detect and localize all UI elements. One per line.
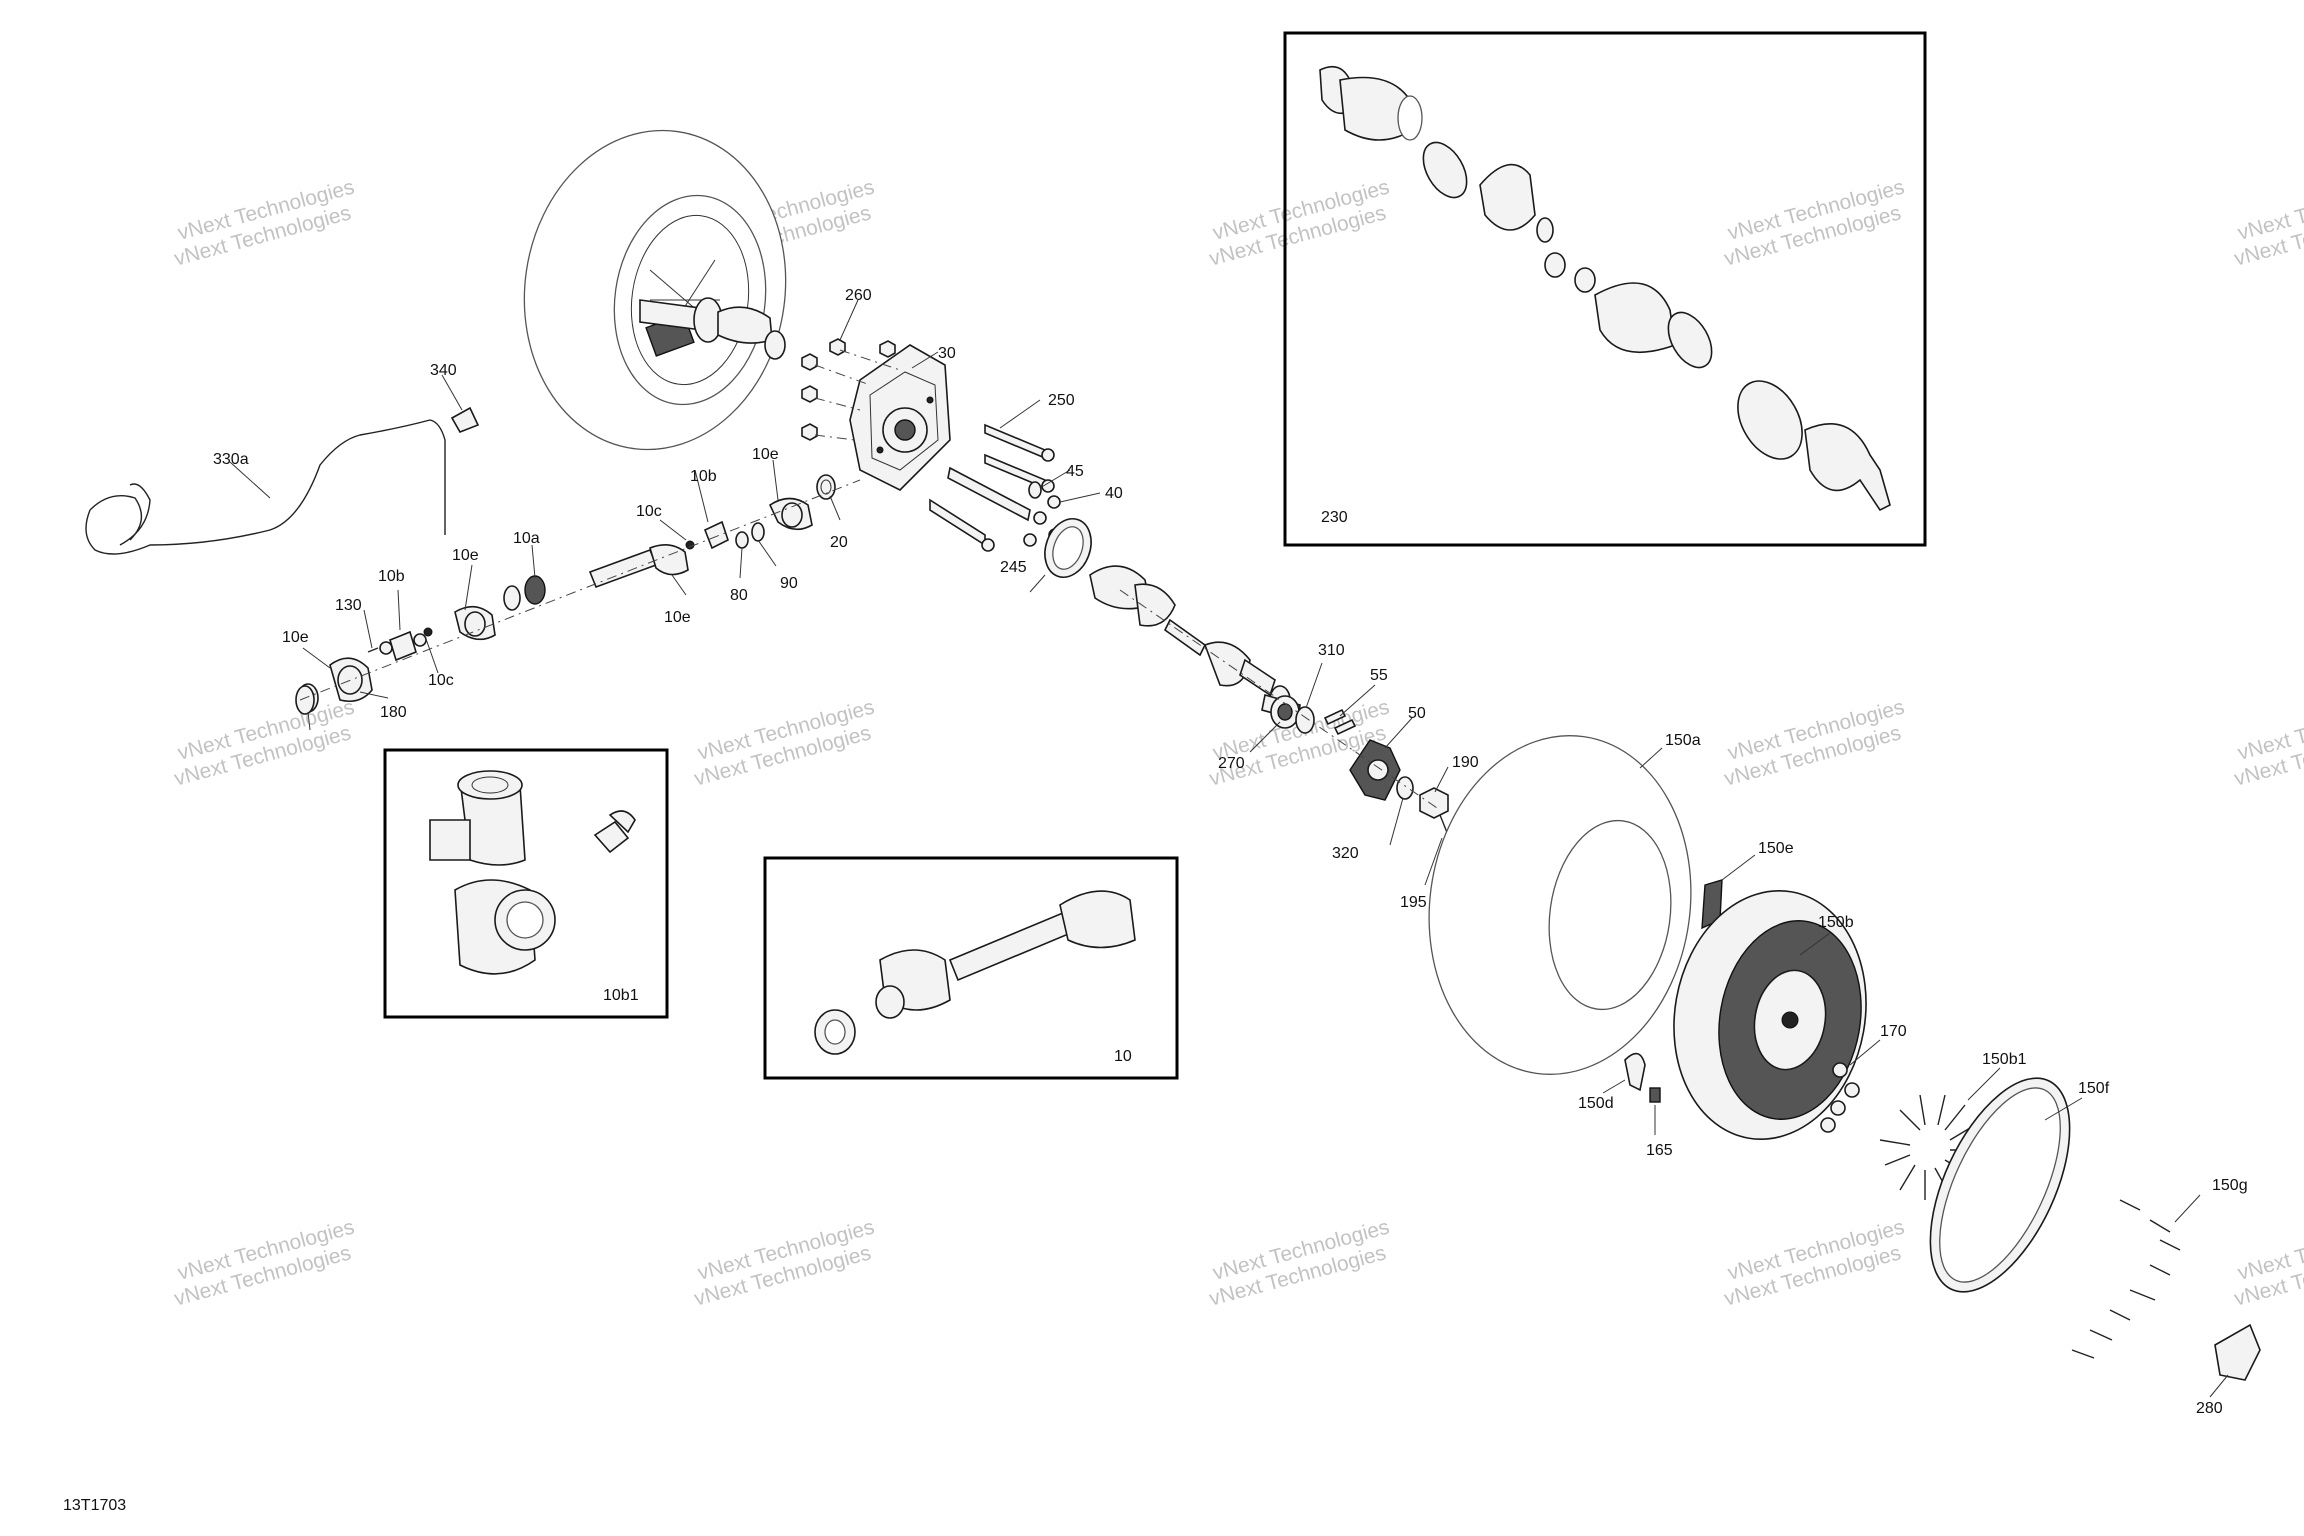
- callout-150a: 150a: [1665, 732, 1701, 749]
- callout-230: 230: [1321, 509, 1348, 526]
- vent-line-assembly: [85, 374, 480, 555]
- drive-shaft-assembly: [295, 474, 861, 715]
- callout-330a: 330a: [213, 451, 249, 468]
- callout-190: 190: [1452, 754, 1479, 771]
- callout-55: 55: [1370, 667, 1388, 684]
- callout-130: 130: [335, 597, 362, 614]
- callout-10c-top: 10c: [636, 503, 662, 520]
- callout-250: 250: [1048, 392, 1075, 409]
- callout-195: 195: [1400, 894, 1427, 911]
- upper-tire-assembly: [523, 129, 787, 451]
- callout-10e-mid: 10e: [452, 547, 479, 564]
- callout-10a: 10a: [513, 530, 540, 547]
- callout-260: 260: [845, 287, 872, 304]
- callout-50: 50: [1408, 705, 1426, 722]
- callout-10b-top: 10b: [690, 468, 717, 485]
- inset-230-cv-kit: [1283, 31, 1927, 547]
- callout-40: 40: [1105, 485, 1123, 502]
- callout-310: 310: [1318, 642, 1345, 659]
- callout-270: 270: [1218, 755, 1245, 772]
- callout-10e-left: 10e: [282, 629, 309, 646]
- callout-280: 280: [2196, 1400, 2223, 1417]
- callout-10c: 10c: [428, 672, 454, 689]
- lower-wheel-assembly: [1428, 735, 2261, 1381]
- callout-150g: 150g: [2212, 1177, 2248, 1194]
- callout-150b1: 150b1: [1982, 1051, 2027, 1068]
- callout-150d: 150d: [1578, 1095, 1614, 1112]
- differential-assembly: [801, 338, 1092, 578]
- ring-bolts: [2071, 1199, 2181, 1359]
- callout-20: 20: [830, 534, 848, 551]
- callout-150f: 150f: [2078, 1080, 2110, 1097]
- callout-340: 340: [430, 362, 457, 379]
- callout-30: 30: [938, 345, 956, 362]
- callout-90: 90: [780, 575, 798, 592]
- leader-lines: [302, 299, 2229, 1398]
- callout-165: 165: [1646, 1142, 1673, 1159]
- callout-10b1: 10b1: [603, 987, 639, 1004]
- callout-320: 320: [1332, 845, 1359, 862]
- inset-10b1-ujoint: [383, 748, 669, 1019]
- callout-170: 170: [1880, 1023, 1907, 1040]
- callout-45: 45: [1066, 463, 1084, 480]
- drawing-id: 13T1703: [63, 1497, 126, 1514]
- callout-10: 10: [1114, 1048, 1132, 1065]
- callout-150b: 150b: [1818, 914, 1854, 931]
- inset-10-driveshaft: [763, 856, 1179, 1080]
- callout-245: 245: [1000, 559, 1027, 576]
- callout-150e: 150e: [1758, 840, 1794, 857]
- callout-180: 180: [380, 704, 407, 721]
- callout-10e-shaft: 10e: [664, 609, 691, 626]
- callout-10e-top: 10e: [752, 446, 779, 463]
- callout-10b: 10b: [378, 568, 405, 585]
- half-shaft-assembly: [1089, 565, 1451, 841]
- callout-labels: 260 30 250 45 40 245 340 330a 10e 10b 10…: [63, 287, 2248, 1514]
- callout-80: 80: [730, 587, 748, 604]
